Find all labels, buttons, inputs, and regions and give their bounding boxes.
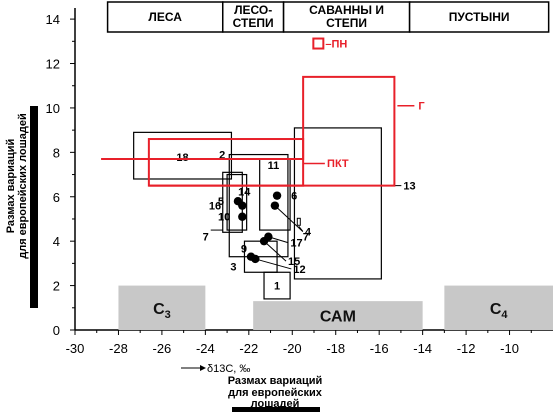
leader-17 [268,236,289,244]
point-label-14: 14 [238,187,251,199]
x-tick-label: -26 [153,341,172,356]
band-label-sub: 3 [165,309,171,321]
zone-label: ПУСТЫНИ [449,10,510,24]
leader-12 [255,258,292,270]
point-label-6: 6 [291,191,297,203]
red-label-pn: –ПН [325,39,347,51]
box-label-3: 3 [230,261,236,273]
marker-7-label: 7 [303,231,309,243]
european-horse-range-bar-horizontal [232,407,320,412]
y-ticks: 0 2 4 6 8 10 12 14 [46,12,75,338]
leader-4 [274,205,304,233]
box-label-1: 1 [274,281,280,293]
point-6 [272,191,282,200]
point-label-9: 9 [241,244,247,256]
x-tick-label: -10 [500,341,519,356]
point-label-12: 12 [293,264,305,276]
box-label-11: 11 [268,160,280,172]
box-label-18: 18 [176,152,188,164]
box-18 [133,131,233,180]
zone-label-line2: СТЕПИ [233,16,274,30]
box-label-16: 16 [209,201,221,213]
x-tick-label: -28 [109,341,128,356]
point-label-5: 5 [218,196,224,208]
zone-label: ЛЕСО- [234,3,272,17]
band-label-sub: 4 [501,309,508,321]
point-14 [238,201,247,210]
zone-cell [408,1,550,33]
band-label: САМ [320,309,356,326]
y-tick-label: 0 [53,323,60,338]
zone-label-line2: СТЕПИ [326,16,367,30]
x-tick-label: -14 [413,341,432,356]
zone-label: ЛЕСА [148,10,182,24]
marker-7-small [296,217,301,226]
leader-15 [263,240,287,262]
point-label-10: 10 [218,212,230,224]
x-tick-label: -30 [66,341,85,356]
box-label-7: 7 [203,231,209,243]
zone-cell [106,1,224,33]
zone-label: САВАННЫ И [309,3,384,17]
red-label-pkt: ПКТ [327,158,349,170]
leader-7b [298,225,304,232]
y-tick-label: 8 [53,145,60,160]
box-13 [293,127,382,280]
x-tick-label: -22 [239,341,258,356]
y-title-line1: Размах вариаций [5,139,17,234]
y-axis-title: Размах вариаций для европейских лошадей [5,113,29,259]
bottom-note-line2: для европейских [228,387,323,399]
sample-points: 5 10 14 6 417 15 9 12 7 [218,187,312,276]
point-label-15: 15 [288,256,300,268]
point-label-17: 17 [290,238,302,250]
box-16 [226,173,248,231]
x-axis-title: δ13С, ‰ [181,363,250,375]
x-ticks: -30 -28 -26 -24 -22 -20 -18 -16 -14 -12 -10 [66,330,532,356]
european-horse-range-bar-vertical [30,106,38,308]
y-tick-label: 4 [53,234,60,249]
red-marker-pn [312,37,325,50]
x-tick-label: -20 [283,341,302,356]
y-tick-label: 6 [53,190,60,205]
y-tick-label: 12 [46,57,60,72]
x-axis-label: δ13С, ‰ [207,363,250,375]
red-series: Г ПКТ –ПН [101,37,425,187]
red-box-pkt [147,138,305,187]
red-label-g: Г [418,101,425,113]
zone-cell [282,1,411,33]
x-tick-label: -12 [457,341,476,356]
x-tick-label: -16 [370,341,389,356]
red-line-g [101,75,396,187]
x-tick-label: -18 [326,341,345,356]
band-rect [118,285,206,330]
box-label-13: 13 [403,181,415,193]
y-tick-label: 2 [53,279,60,294]
band-rect [444,285,553,330]
box-label-2: 2 [219,150,225,162]
band-rect [253,301,423,330]
x-tick-label: -24 [196,341,215,356]
y-tick-label: 14 [46,12,60,27]
point-label-4: 4 [305,227,312,239]
y-title-line2: для европейских лошадей [17,113,29,259]
y-tick-label: 10 [46,101,60,116]
bottom-note-line1: Размах вариаций [228,375,323,387]
point-10 [238,212,247,221]
